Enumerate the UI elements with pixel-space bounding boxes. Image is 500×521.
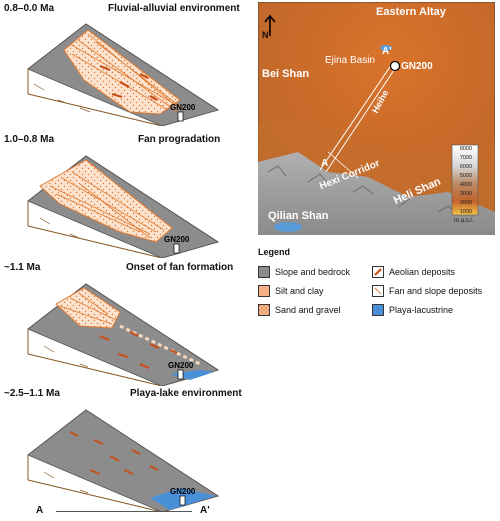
elevation-scale-labels: 8000 7000 6000 5000 4000 3000 2000 1000 <box>454 145 478 217</box>
stage-3-time: ~1.1 Ma <box>4 262 41 273</box>
silt-clay-swatch <box>258 285 270 297</box>
legend-item-slope-bedrock: Slope and bedrock <box>258 266 350 278</box>
legend-item-silt-clay: Silt and clay <box>258 285 324 297</box>
block-diagram-stage-2: GN200 <box>27 155 220 258</box>
legend-label: Silt and clay <box>275 286 324 296</box>
location-map <box>258 2 495 235</box>
slope-bedrock-swatch <box>258 266 270 278</box>
profile-start-label: A <box>36 505 44 516</box>
legend-item-fan-slope: Fan and slope deposits <box>372 285 482 297</box>
legend-item-sand-gravel: Sand and gravel <box>258 304 341 316</box>
stage-1-time: 0.8–0.0 Ma <box>4 3 55 14</box>
map-label-ejina-basin: Ejina Basin <box>325 55 376 66</box>
map-label-a: A <box>321 158 329 169</box>
stage-2-title: Fan progradation <box>138 134 221 145</box>
stage-4-title: Playa-lake environment <box>130 388 242 399</box>
stage-3-title: Onset of fan formation <box>126 262 234 273</box>
elevation-tick: 2000 <box>459 200 473 206</box>
legend-label: Fan and slope deposits <box>389 286 483 296</box>
stage-1-gn200-label: GN200 <box>170 103 196 112</box>
map-label-eastern-altay: Eastern Altay <box>376 6 446 18</box>
stage-2-time: 1.0–0.8 Ma <box>4 134 55 145</box>
fan-slope-swatch <box>372 285 384 297</box>
legend-item-aeolian: Aeolian deposits <box>372 266 455 278</box>
stage-4-time: ~2.5–1.1 Ma <box>4 388 60 399</box>
elevation-unit: m a.s.l. <box>454 218 474 224</box>
elevation-tick: 5000 <box>459 173 473 179</box>
legend-label: Sand and gravel <box>275 305 341 315</box>
legend-item-playa: Playa-lacustrine <box>372 304 453 316</box>
elevation-tick: 3000 <box>459 191 473 197</box>
stage-2-gn200-label: GN200 <box>164 235 190 244</box>
map-label-gn200: GN200 <box>401 61 433 72</box>
elevation-tick: 7000 <box>459 155 473 161</box>
stage-3-gn200-label: GN200 <box>168 361 194 370</box>
legend-label: Slope and bedrock <box>275 267 351 277</box>
legend-title: Legend <box>258 247 291 257</box>
elevation-tick: 4000 <box>459 182 473 188</box>
block-diagram-stage-3: GN200 <box>27 283 220 386</box>
stage-4-gn200-label: GN200 <box>170 487 196 496</box>
elevation-tick: 1000 <box>459 209 473 215</box>
block-diagram-stage-4: GN200 <box>27 409 220 512</box>
north-arrow-label: N <box>262 30 269 40</box>
elevation-tick: 8000 <box>459 146 473 152</box>
legend-label: Playa-lacustrine <box>389 305 454 315</box>
profile-end-label: A' <box>200 505 210 516</box>
playa-swatch <box>372 304 384 316</box>
block-diagram-stage-1: GN200 <box>27 23 220 126</box>
aeolian-swatch <box>372 266 384 278</box>
legend-label: Aeolian deposits <box>389 267 456 277</box>
map-label-qilian-shan: Qilian Shan <box>268 210 329 222</box>
sand-gravel-swatch <box>258 304 270 316</box>
map-label-a-prime: A' <box>382 46 392 57</box>
elevation-tick: 6000 <box>459 164 473 170</box>
profile-line <box>56 511 192 512</box>
stage-1-title: Fluvial-alluvial environment <box>108 3 240 14</box>
map-label-bei-shan: Bei Shan <box>262 68 310 80</box>
